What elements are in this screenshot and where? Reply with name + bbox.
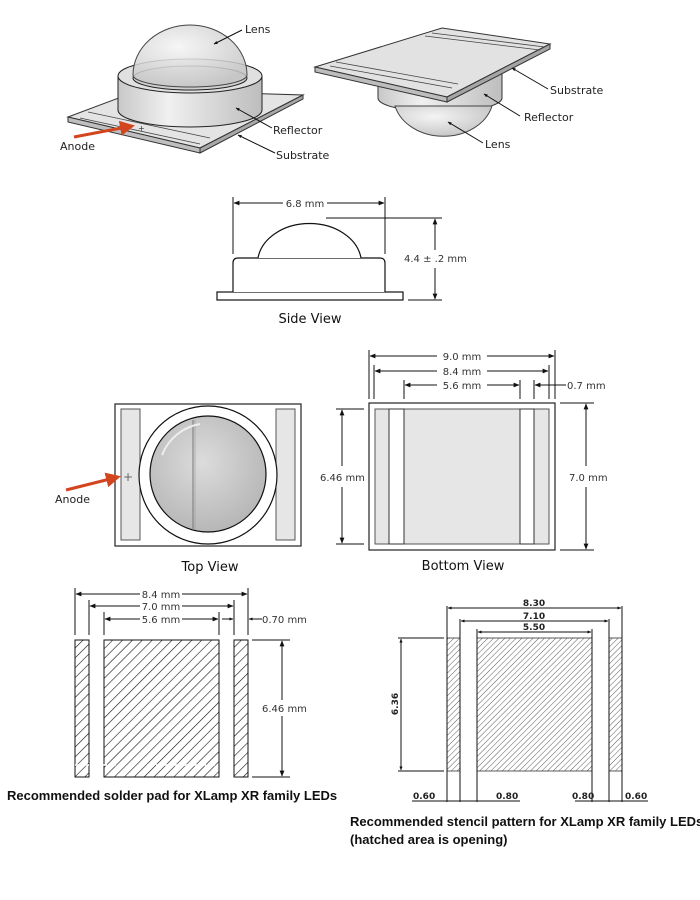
solder-pad-left — [74, 639, 90, 778]
top-pad-right — [275, 408, 296, 541]
stencil-pattern: 8.30 7.10 5.50 6.36 0.60 0.80 0.80 0.60 … — [350, 599, 700, 847]
stencil-gap-left-inner: 0.80 — [496, 792, 518, 802]
bottom-view: 9.0 mm 8.4 mm 5.6 mm 0.7 mm 6.46 mm 7.0 … — [320, 350, 608, 574]
label-lens-back: Lens — [485, 138, 511, 151]
stencil-gap-left-outer: 0.60 — [413, 792, 435, 802]
top-view: + Anode Top View — [55, 403, 302, 575]
stencil-pad-left — [446, 637, 461, 772]
side-substrate — [216, 291, 404, 301]
bottom-pad-span: 8.4 mm — [443, 367, 482, 378]
bottom-overall-width: 9.0 mm — [443, 352, 482, 363]
iso-back-view: Substrate Reflector Lens — [313, 27, 604, 151]
side-width-dim: 6.8 mm — [286, 199, 325, 210]
stencil-pad-center — [476, 637, 593, 772]
bottom-center-pad: 5.6 mm — [443, 381, 482, 392]
label-substrate: Substrate — [276, 149, 330, 162]
lens-dome — [132, 24, 248, 88]
stencil-pad-right — [608, 637, 623, 772]
stencil-dim-height: 6.36 — [391, 693, 401, 715]
label-anode: Anode — [60, 140, 95, 153]
label-reflector-back: Reflector — [524, 111, 574, 124]
bottom-gap-right — [519, 408, 535, 545]
bottom-gap-left — [388, 408, 405, 545]
label-reflector: Reflector — [273, 124, 323, 137]
bottom-overall-height: 7.0 mm — [569, 473, 608, 484]
anode-plus-icon: + — [123, 470, 133, 484]
bottom-pad-width: 0.7 mm — [567, 381, 606, 392]
stencil-caption-line1: Recommended stencil pattern for XLamp XR… — [350, 814, 700, 829]
solder-pad-right — [233, 639, 249, 778]
side-reflector — [232, 257, 386, 292]
solder-dim-8-4: 8.4 mm — [142, 590, 181, 601]
bottom-pad-height: 6.46 mm — [320, 473, 365, 484]
side-height-dim: 4.4 ± .2 mm — [404, 254, 467, 265]
label-substrate-back: Substrate — [550, 84, 604, 97]
solder-pad-caption: Recommended solder pad for XLamp XR fami… — [7, 788, 337, 803]
lens-dome-back — [394, 105, 493, 137]
side-view: 6.8 mm 4.4 ± .2 mm Side View — [216, 197, 467, 327]
side-view-title: Side View — [278, 312, 341, 327]
solder-pad-pattern: 8.4 mm 7.0 mm 5.6 mm 0.70 mm 6.46 mm Rec… — [7, 588, 337, 803]
solder-dim-7-0: 7.0 mm — [142, 602, 181, 613]
solder-dim-height: 6.46 mm — [262, 704, 307, 715]
solder-pad-center — [103, 639, 220, 778]
solder-dim-0-70: 0.70 mm — [262, 615, 307, 626]
top-anode-label: Anode — [55, 493, 90, 506]
solder-dim-5-6: 5.6 mm — [142, 615, 181, 626]
side-lens — [257, 222, 362, 259]
stencil-caption-line2: (hatched area is opening) — [350, 832, 507, 847]
stencil-gap-right-outer: 0.60 — [625, 792, 647, 802]
anode-mark-icon: + — [138, 124, 145, 133]
top-anode-arrow-icon — [65, 472, 121, 492]
top-view-title: Top View — [181, 560, 239, 575]
anode-arrow-icon — [73, 120, 135, 139]
top-lens — [149, 415, 267, 533]
stencil-dim-8-30: 8.30 — [523, 599, 545, 609]
label-lens: Lens — [245, 23, 271, 36]
stencil-gap-right-inner: 0.80 — [572, 792, 594, 802]
stencil-dim-5-50: 5.50 — [523, 623, 545, 633]
bottom-view-title: Bottom View — [422, 559, 505, 574]
iso-front-view: + Lens Reflector Substrate Anode — [60, 23, 330, 162]
stencil-dim-7-10: 7.10 — [523, 612, 545, 622]
